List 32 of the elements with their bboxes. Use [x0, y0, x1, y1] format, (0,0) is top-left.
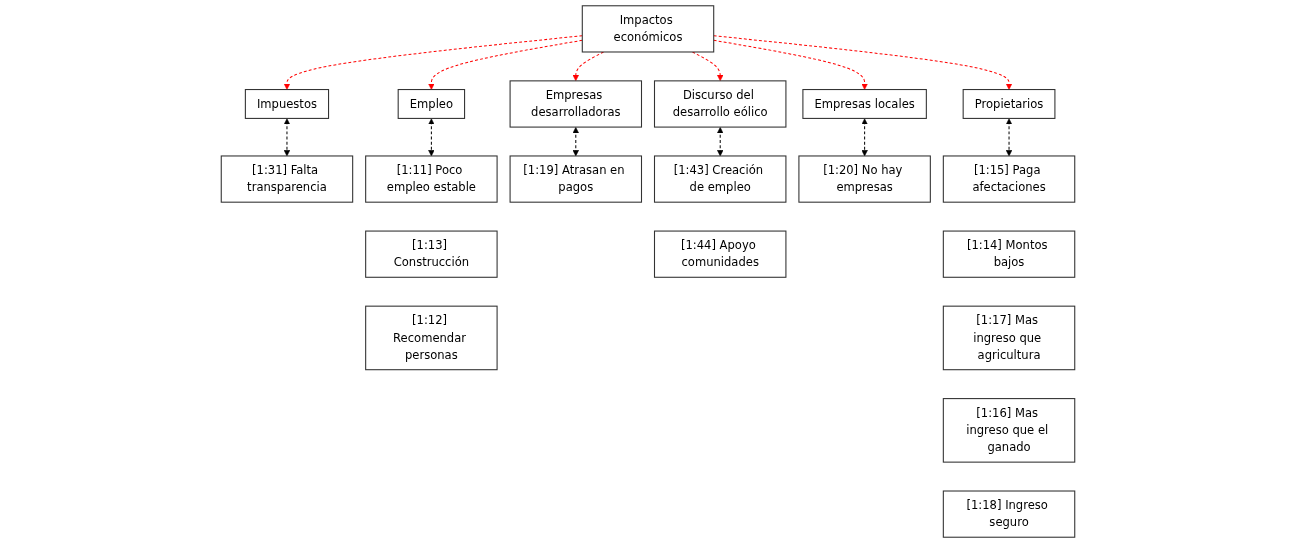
arrow [572, 127, 579, 157]
node-box: Impactos económicos [581, 5, 715, 53]
node-box: [1:43] Creación de empleo [653, 155, 787, 203]
node-box: [1:17] Mas ingreso que agricultura [942, 305, 1076, 371]
node-box: Propietarios [962, 89, 1056, 119]
arrow [861, 118, 868, 157]
arrow [1005, 118, 1013, 157]
node-box: [1:31] Falta transparencia [220, 155, 354, 203]
node-box: [1:19] Atrasan en pagos [509, 155, 643, 203]
arrow [428, 39, 583, 90]
node-box: [1:20] No hay empresas [798, 155, 931, 203]
arrow [691, 51, 724, 82]
arrow [283, 118, 291, 157]
node-box: Impuestos [244, 89, 330, 119]
node-box: [1:18] Ingreso seguro [942, 490, 1076, 538]
node-box: [1:16] Mas ingreso que el ganado [942, 398, 1076, 463]
node-box: Empleo [397, 89, 466, 119]
node-box: Discurso del desarrollo eólico [653, 80, 787, 128]
node-box: [1:44] Apoyo comunidades [653, 230, 787, 278]
arrow [428, 118, 435, 157]
arrow [713, 39, 868, 90]
arrow [572, 51, 605, 82]
arrow [717, 127, 724, 157]
node-box: Empresas desarrolladoras [509, 80, 643, 128]
node-box: [1:12] Recomendar personas [365, 305, 498, 371]
node-box: Empresas locales [802, 89, 927, 119]
node-box: [1:15] Paga afectaciones [942, 155, 1076, 203]
arrow [713, 35, 1013, 90]
node-box: [1:14] Montos bajos [942, 230, 1076, 278]
arrow [283, 35, 583, 90]
node-box: [1:11] Poco empleo estable [365, 155, 498, 203]
node-box: [1:13] Construcción [365, 230, 498, 278]
